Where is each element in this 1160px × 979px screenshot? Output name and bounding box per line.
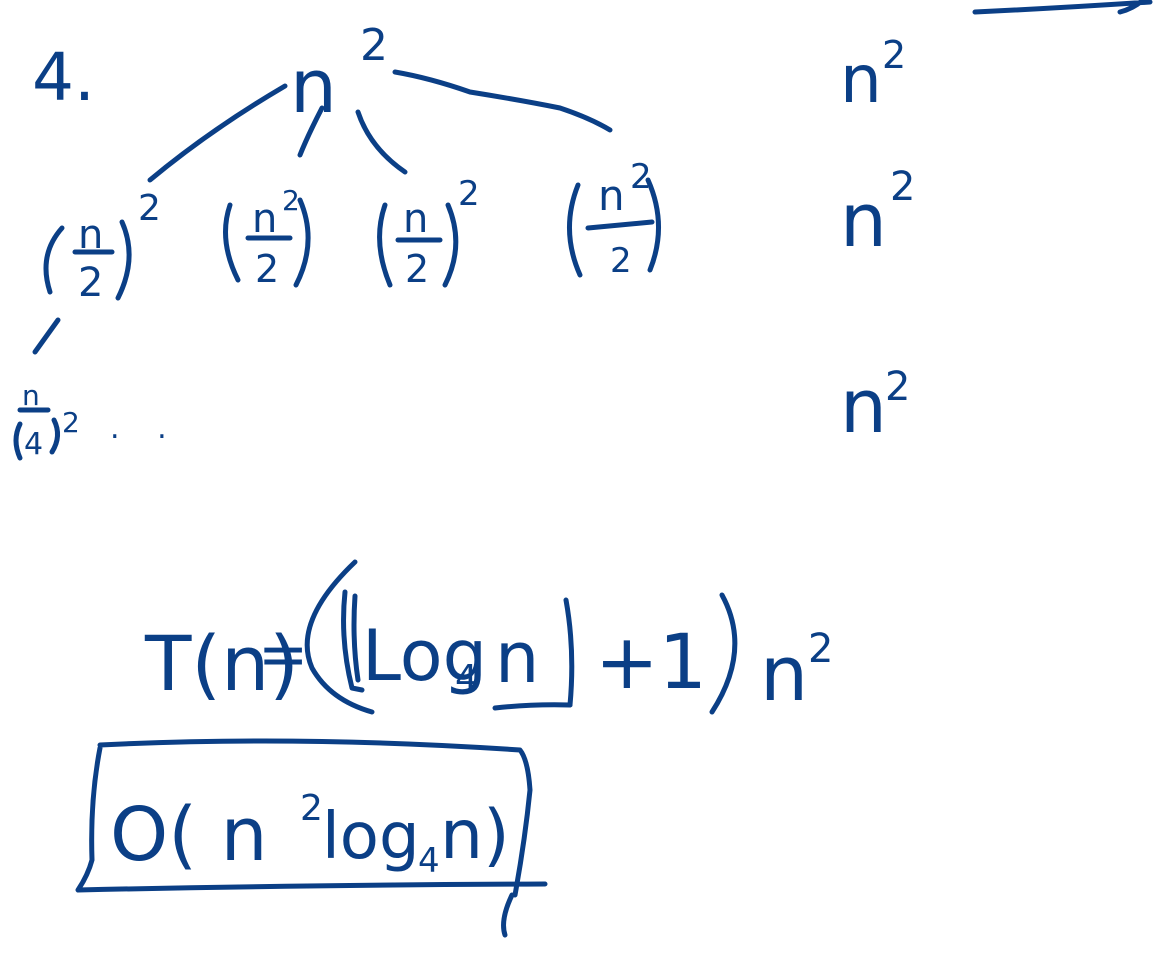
level-costs: n 2 n 2 n 2 [840, 33, 915, 450]
floor-underline [492, 702, 573, 711]
svg-text:4.: 4. [32, 39, 95, 116]
node-num: n [403, 196, 428, 242]
branch-root-to-child-4 [392, 69, 613, 133]
ink-strokes [13, 0, 1153, 938]
svg-text:2: 2 [890, 164, 915, 210]
svg-text:2: 2 [882, 33, 906, 77]
node-num: n [252, 196, 277, 242]
node-den: 2 [405, 247, 429, 291]
answer-log: log [322, 800, 420, 874]
answer-box-stroke [75, 738, 548, 938]
branch-root-to-child-1 [147, 83, 288, 183]
paren-c3-left [377, 202, 393, 288]
level1-node-3: n 2 2 [403, 174, 480, 291]
branch-child-1-to-grandchild [32, 317, 61, 355]
rec-n: n [760, 629, 808, 718]
node-num: n [598, 171, 625, 220]
tree-level2: n 4 2 . . [22, 379, 181, 462]
rec-log-arg: n [495, 617, 539, 699]
node-den: 2 [255, 247, 279, 291]
paren-c2-left [223, 202, 241, 283]
node-exp: 2 [138, 188, 161, 229]
stray-stroke-top-right [972, 0, 1153, 15]
gc-ellipsis: . . [110, 411, 181, 446]
gc-den: 4 [24, 427, 43, 462]
answer-exp: 2 [300, 788, 323, 829]
level1-node-2: n 2 2 [252, 184, 300, 291]
answer-tail: n) [440, 796, 510, 875]
rec-equals: = [258, 620, 308, 690]
frac-bar-c4 [585, 219, 655, 231]
rec-log: Log [362, 615, 487, 697]
floor-right [563, 597, 575, 708]
node-den: 2 [78, 260, 103, 306]
cost-level-0: n 2 [840, 33, 906, 118]
branch-root-to-child-3 [355, 109, 408, 175]
cost-level-2: n 2 [840, 364, 910, 450]
node-exp: 2 [282, 184, 300, 217]
paren-c4-left [567, 182, 583, 278]
answer-log-base: 4 [418, 841, 440, 881]
paren-gc-left [13, 421, 23, 461]
node-den: 2 [610, 241, 632, 281]
gc-exp: 2 [62, 406, 80, 439]
svg-text:n: n [840, 364, 887, 450]
answer-boxed: O( n 2 log 4 n) [110, 788, 510, 881]
floor-left-inner [351, 593, 361, 683]
rec-lhs: T(n) [144, 619, 299, 708]
gc-num: n [22, 379, 40, 412]
node-num: n [78, 212, 103, 258]
node-exp: 2 [458, 174, 480, 214]
paren-c3-right [442, 202, 459, 288]
problem-number: 4. [32, 39, 95, 116]
paren-recurrence-right [709, 592, 738, 715]
paren-c4-right [645, 177, 661, 273]
tree-level1: n 2 2 n 2 2 n 2 2 n 2 2 [78, 157, 652, 306]
svg-text:2: 2 [885, 364, 910, 410]
rec-plus-one: +1 [595, 617, 707, 706]
level1-node-1: n 2 2 [78, 188, 161, 306]
answer-text: O( n [110, 792, 268, 878]
level1-node-4: n 2 2 [598, 157, 652, 281]
root-base: n [290, 44, 337, 130]
recurrence-formula: T(n) = Log 4 n +1 n 2 [144, 615, 833, 718]
rec-n-exp: 2 [808, 626, 833, 672]
branch-root-to-child-2 [297, 105, 325, 158]
node-exp: 2 [630, 157, 652, 197]
tree-root: n 2 [290, 20, 388, 130]
paren-gc-right [49, 417, 60, 455]
paren-recurrence-left [304, 559, 375, 715]
rec-log-base: 4 [455, 658, 478, 699]
svg-text:n: n [840, 41, 882, 118]
floor-left [341, 589, 365, 693]
paren-c2-right [293, 197, 311, 288]
svg-text:n: n [840, 178, 887, 264]
paren-c1-right [115, 219, 132, 301]
root-exp: 2 [360, 20, 388, 71]
cost-level-1: n 2 [840, 164, 915, 264]
paren-c1-left [43, 225, 65, 295]
